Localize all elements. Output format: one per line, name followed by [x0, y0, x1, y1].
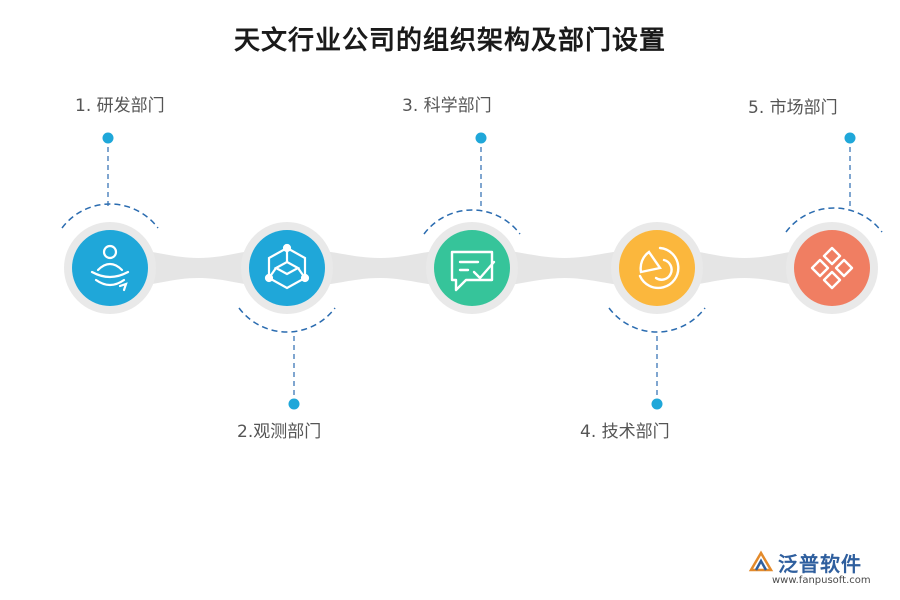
- node-circle: [434, 230, 510, 306]
- dot-2: [288, 398, 300, 410]
- node-science[interactable]: [426, 222, 518, 314]
- node-circle: [249, 230, 325, 306]
- node-circle: [72, 230, 148, 306]
- dot-3: [475, 132, 487, 144]
- dashed-leaders: [107, 138, 851, 404]
- dot-4: [651, 398, 663, 410]
- arc-top-1: [61, 203, 159, 229]
- node-technology[interactable]: [611, 222, 703, 314]
- fanpu-logo-icon: [748, 550, 774, 572]
- label-technology: 4. 技术部门: [580, 422, 670, 442]
- label-observation: 2.观测部门: [237, 422, 321, 442]
- label-marketing: 5. 市场部门: [748, 98, 838, 118]
- leader-dots: [102, 132, 856, 410]
- node-marketing[interactable]: [786, 222, 878, 314]
- watermark-brand: 泛普软件: [778, 552, 862, 576]
- label-research: 1. 研发部门: [75, 96, 165, 116]
- node-observation[interactable]: [241, 222, 333, 314]
- dot-1: [102, 132, 114, 144]
- dashed-arcs: [61, 203, 883, 333]
- arc-bottom-4: [608, 307, 706, 333]
- watermark: 泛普软件 www.fanpusoft.com: [748, 548, 888, 592]
- pie-chart-icon: [638, 246, 680, 290]
- meditation-person-icon: [90, 244, 130, 292]
- diamond-grid-icon: [810, 246, 854, 290]
- page-title: 天文行业公司的组织架构及部门设置: [233, 26, 666, 56]
- dot-5: [844, 132, 856, 144]
- node-research[interactable]: [64, 222, 156, 314]
- label-science: 3. 科学部门: [402, 96, 492, 116]
- arc-top-5: [785, 207, 883, 233]
- chat-check-icon: [450, 250, 496, 292]
- arc-top-3: [423, 209, 521, 235]
- watermark-url: www.fanpusoft.com: [772, 575, 871, 586]
- cube-network-icon: [264, 243, 310, 290]
- node-circle: [794, 230, 870, 306]
- arc-bottom-2: [238, 307, 336, 333]
